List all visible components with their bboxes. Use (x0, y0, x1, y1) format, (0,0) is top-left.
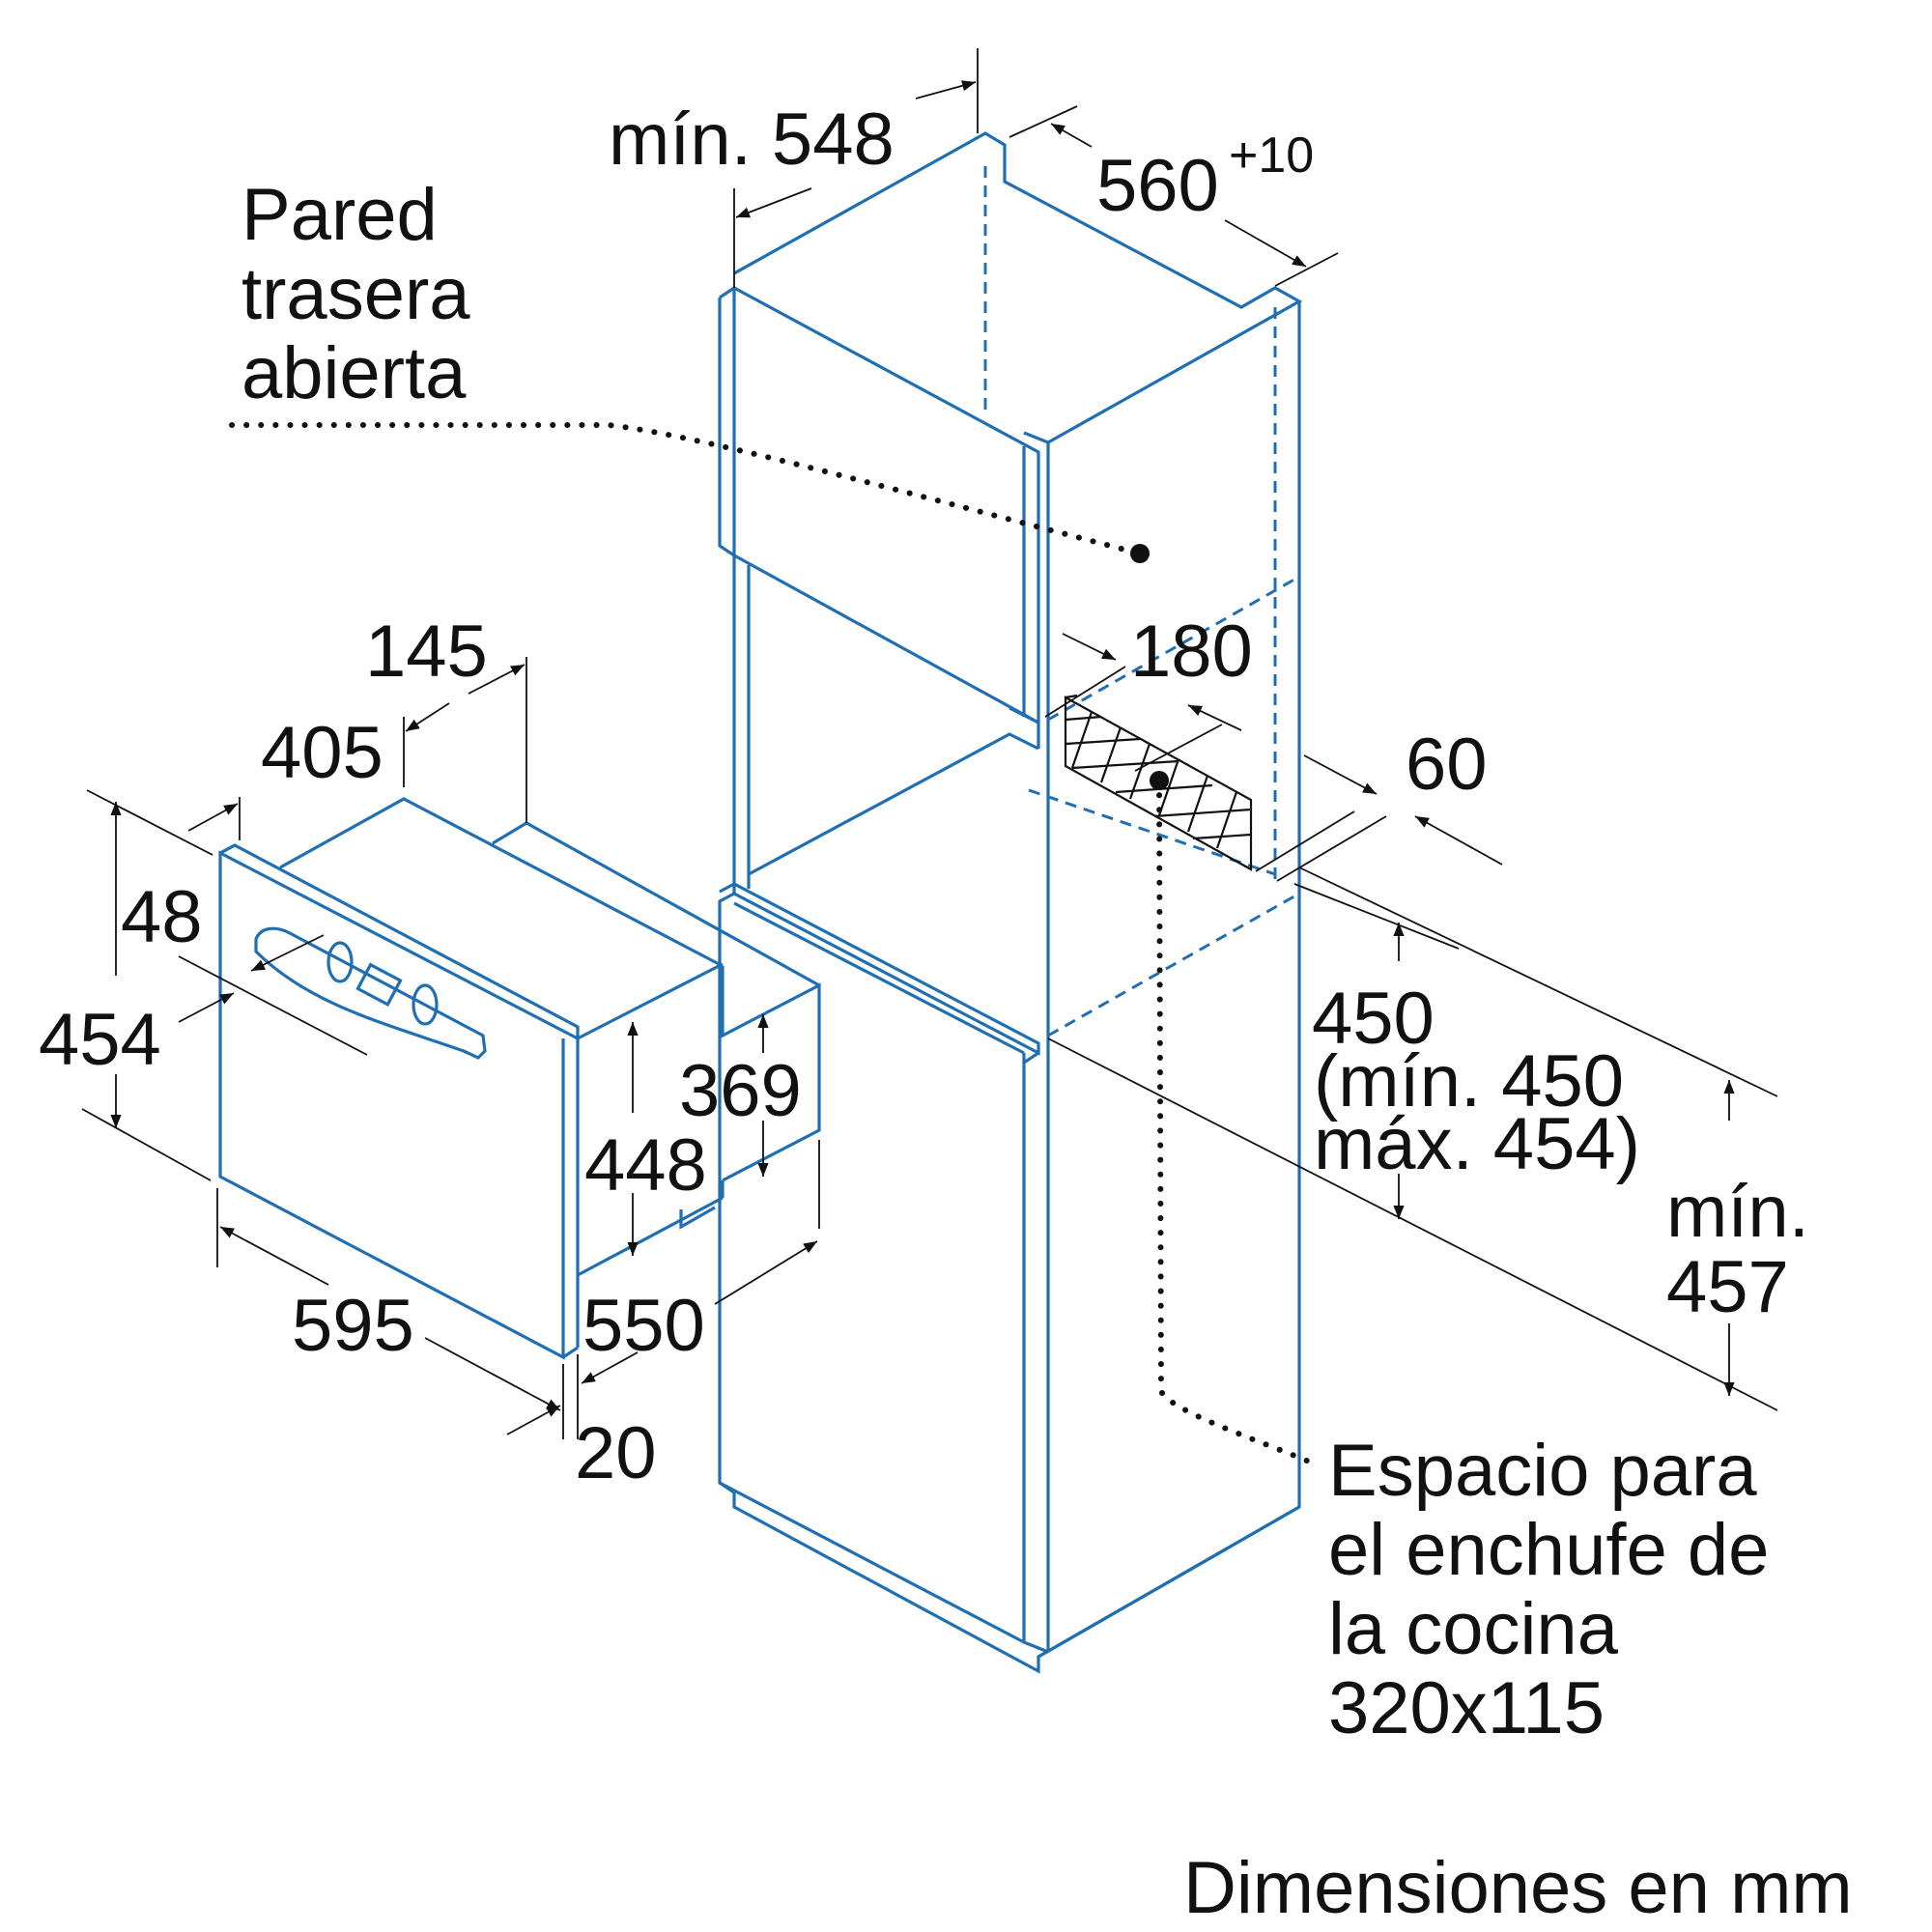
label-min457-b: 457 (1666, 1246, 1789, 1328)
oven (218, 797, 821, 1360)
label-405: 405 (261, 712, 384, 794)
wall-point (1130, 544, 1150, 563)
tall-cabinet (718, 131, 1303, 1674)
socket-point (1150, 771, 1169, 790)
wall-label-3: abierta (242, 332, 467, 414)
label-595: 595 (292, 1285, 414, 1367)
wall-label-1: Pared (242, 174, 438, 256)
units-note: Dimensiones en mm (1183, 1847, 1853, 1929)
label-450: 450 (1312, 978, 1435, 1060)
label-min457-a: mín. (1666, 1171, 1809, 1253)
label-450-max: máx. 454) (1314, 1103, 1640, 1185)
label-448: 448 (584, 1124, 707, 1207)
label-180: 180 (1130, 611, 1253, 693)
label-60: 60 (1406, 724, 1488, 806)
label-min548: mín. 548 (609, 99, 895, 181)
label-550: 550 (582, 1285, 705, 1367)
label-145: 145 (365, 611, 488, 693)
label-560-tolerance: +10 (1229, 128, 1314, 184)
label-20: 20 (575, 1412, 657, 1494)
label-454: 454 (39, 999, 161, 1081)
socket-label-3: la cocina (1328, 1588, 1619, 1670)
socket-leader (1156, 778, 1312, 1464)
label-369: 369 (679, 1050, 802, 1132)
wall-leader (229, 422, 1143, 556)
dimension-lines (81, 48, 1778, 1439)
label-48: 48 (121, 876, 203, 958)
socket-label-2: el enchufe de (1328, 1509, 1769, 1591)
socket-label-4: 320x115 (1328, 1667, 1605, 1749)
labels: Pared trasera abierta mín. 548 560 +10 1… (39, 99, 1853, 1929)
socket-label-1: Espacio para (1328, 1430, 1757, 1512)
label-450-min: (mín. 450 (1314, 1040, 1624, 1122)
label-560: 560 (1096, 145, 1219, 227)
wall-label-2: trasera (242, 253, 470, 335)
